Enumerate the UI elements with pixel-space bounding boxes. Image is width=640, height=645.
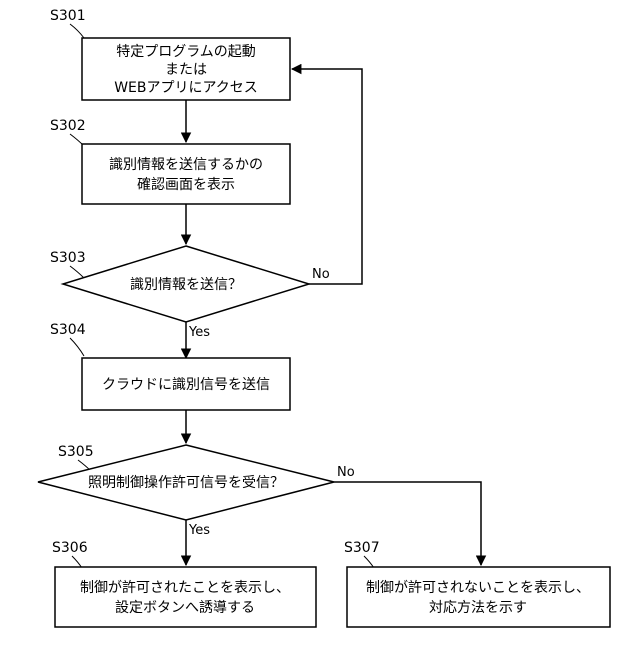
s303-yes-label: Yes [188, 325, 210, 340]
s306-line-2: 設定ボタンへ誘導する [115, 600, 255, 616]
s305-yes-label: Yes [188, 523, 210, 538]
step-id-s301: S301 [50, 8, 86, 24]
step-id-s306: S306 [52, 540, 88, 556]
s303-text: 識別情報を送信？ [130, 277, 242, 293]
s305-text: 照明制御操作許可信号を受信？ [88, 475, 284, 491]
s304-text: クラウドに識別信号を送信 [102, 377, 270, 393]
step-id-s304: S304 [50, 322, 86, 338]
leader-line [70, 266, 84, 278]
s301-line-2: または [165, 62, 207, 78]
leader-line [70, 338, 84, 356]
step-id-s305: S305 [58, 444, 94, 460]
s301-line-3: WEBアプリにアクセス [114, 80, 258, 96]
s302-line-2: 確認画面を表示 [137, 177, 235, 193]
step-id-s307: S307 [344, 540, 380, 556]
step-id-s303: S303 [50, 250, 86, 266]
s301-line-1: 特定プログラムの起動 [116, 44, 256, 60]
step-id-s302: S302 [50, 118, 86, 134]
leader-line [70, 24, 84, 38]
leader-line [72, 556, 82, 568]
process-box-s302 [82, 144, 290, 204]
process-box-s307 [347, 567, 610, 627]
s302-line-1: 識別情報を送信するかの [109, 157, 263, 173]
arrow-s303-no-loop [292, 69, 362, 284]
process-box-s306 [55, 567, 316, 627]
s307-line-1: 制御が許可されないことを表示し、 [366, 580, 590, 596]
leader-line [364, 556, 374, 568]
s305-no-label: No [337, 465, 355, 480]
s307-line-2: 対応方法を示す [429, 600, 527, 616]
s303-no-label: No [312, 267, 330, 282]
s306-line-1: 制御が許可されたことを表示し、 [80, 580, 290, 596]
